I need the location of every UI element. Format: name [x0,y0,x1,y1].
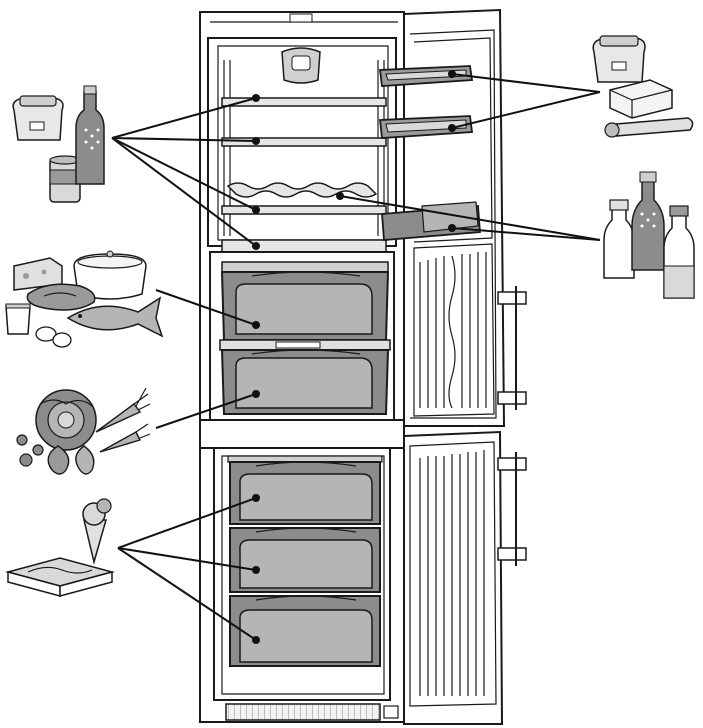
fridge-cabinet [199,11,405,723]
leader-dots [252,70,456,644]
yogurt-icon [5,303,31,335]
freezer-drawer-1 [227,455,383,525]
food-group-bottle-balcony [603,171,695,299]
fan-unit [281,47,321,84]
food-group-biofresh-upper [5,250,164,348]
fridge-door-handle [497,286,527,410]
fruit-icon [16,434,95,475]
food-group-freezer [5,498,115,597]
door-balcony-bottle [381,201,481,241]
bottle-icon [663,205,695,299]
control-panel [289,13,313,23]
fridge-door [378,8,527,427]
freezer-door-ribs [419,450,485,696]
ice-cream-cone-icon [82,498,112,565]
freezer-door-handle [497,452,527,566]
biofresh-drawer-upper [220,261,390,341]
door-balcony-upper [378,65,474,87]
freezer-drawer-3 [229,595,381,667]
egg-icon [35,326,72,348]
jar-icon [592,35,646,83]
food-group-shelves [12,85,105,203]
door-balcony-middle [378,115,474,139]
butter-icon [609,79,673,119]
cheese-icon [13,257,63,291]
bottle-icon [603,199,635,279]
food-group-door-balconies [592,35,694,138]
pot-icon [73,250,147,300]
freezer-drawer-2 [229,527,381,593]
leader-lines [111,73,601,641]
meat-icon [26,283,96,311]
freezer-door [403,430,527,725]
tube-icon [604,117,694,138]
bottle-icon [75,85,105,185]
lettuce-icon [35,389,97,451]
biofresh-divider [219,339,391,351]
carrot-icon [95,387,151,453]
door-panel-ribs [413,243,495,417]
bottle-icon [631,171,665,271]
plinth-grille [225,703,399,721]
jar-icon [12,95,64,141]
glass-shelves [221,97,387,253]
food-group-biofresh-lower [16,387,151,475]
can-icon [49,155,81,203]
frozen-pack-icon [5,557,115,597]
fish-icon [66,296,164,338]
biofresh-drawer-lower [220,349,390,415]
